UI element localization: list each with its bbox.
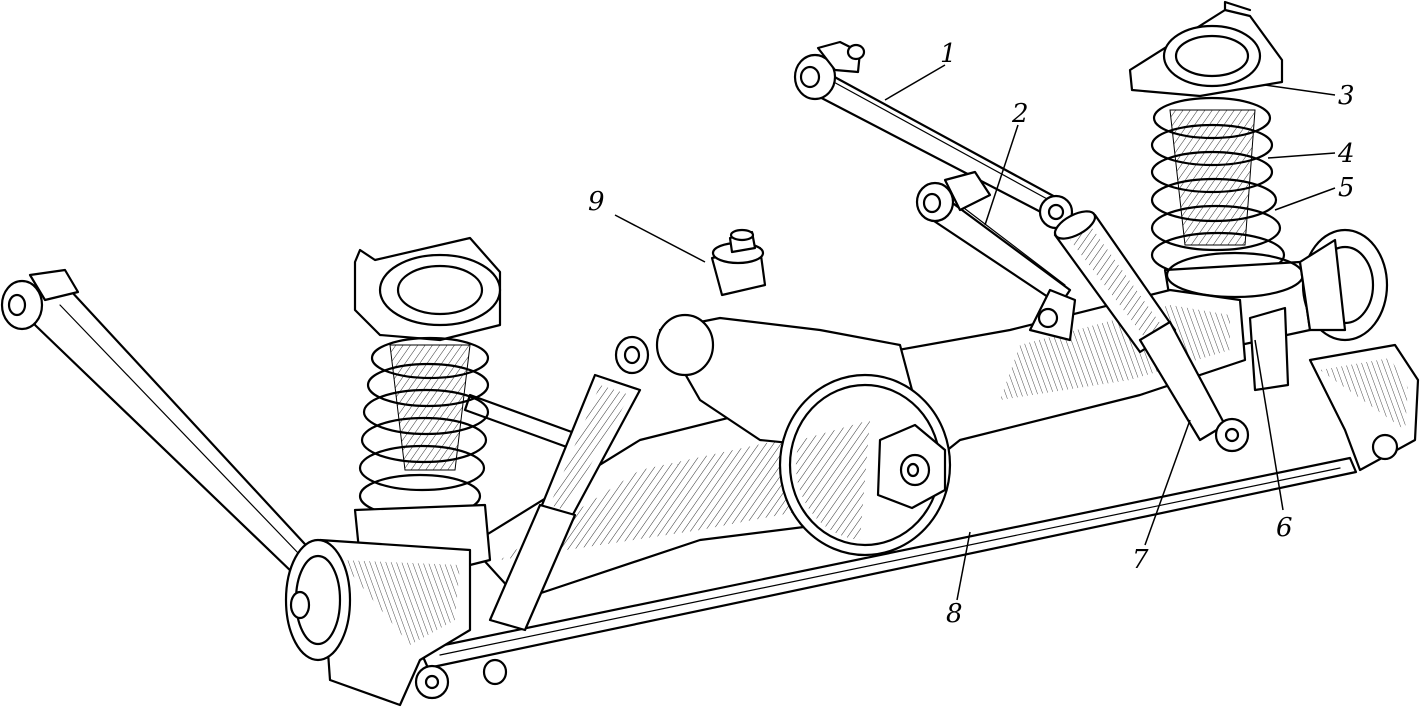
callout-8: 8 <box>946 599 963 629</box>
left-longitudinal-arm <box>0 268 582 577</box>
right-shock-absorber <box>1053 210 1250 453</box>
panhard-rod <box>414 456 1358 700</box>
callout-7: 7 <box>1132 545 1149 575</box>
leader-2 <box>984 124 1019 226</box>
right-wheel-hub <box>1298 228 1389 342</box>
callout-2: 2 <box>1011 99 1029 129</box>
leader-9 <box>614 214 706 263</box>
leader-6 <box>1254 339 1284 511</box>
callout-9: 9 <box>588 187 605 217</box>
callouts: 1 2 3 4 5 6 7 8 9 <box>588 39 1355 629</box>
leader-lines <box>614 64 1336 601</box>
leader-4 <box>1267 152 1336 159</box>
leader-8 <box>956 531 971 601</box>
callout-3: 3 <box>1338 81 1355 111</box>
leader-3 <box>1264 84 1336 96</box>
callout-4: 4 <box>1337 139 1355 169</box>
axle-housing <box>468 288 1247 602</box>
callout-6: 6 <box>1276 513 1293 543</box>
left-spring-assembly <box>353 236 502 577</box>
bump-stop <box>710 228 767 297</box>
leader-1 <box>884 64 946 101</box>
leader-7 <box>1144 419 1191 546</box>
callout-5: 5 <box>1338 173 1355 203</box>
upper-right-longitudinal-arm <box>793 40 1074 230</box>
left-wheel-hub <box>284 538 472 707</box>
callout-1: 1 <box>940 39 957 69</box>
right-bracket <box>1248 306 1420 472</box>
leader-5 <box>1274 187 1336 211</box>
left-shock-absorber <box>488 335 650 632</box>
